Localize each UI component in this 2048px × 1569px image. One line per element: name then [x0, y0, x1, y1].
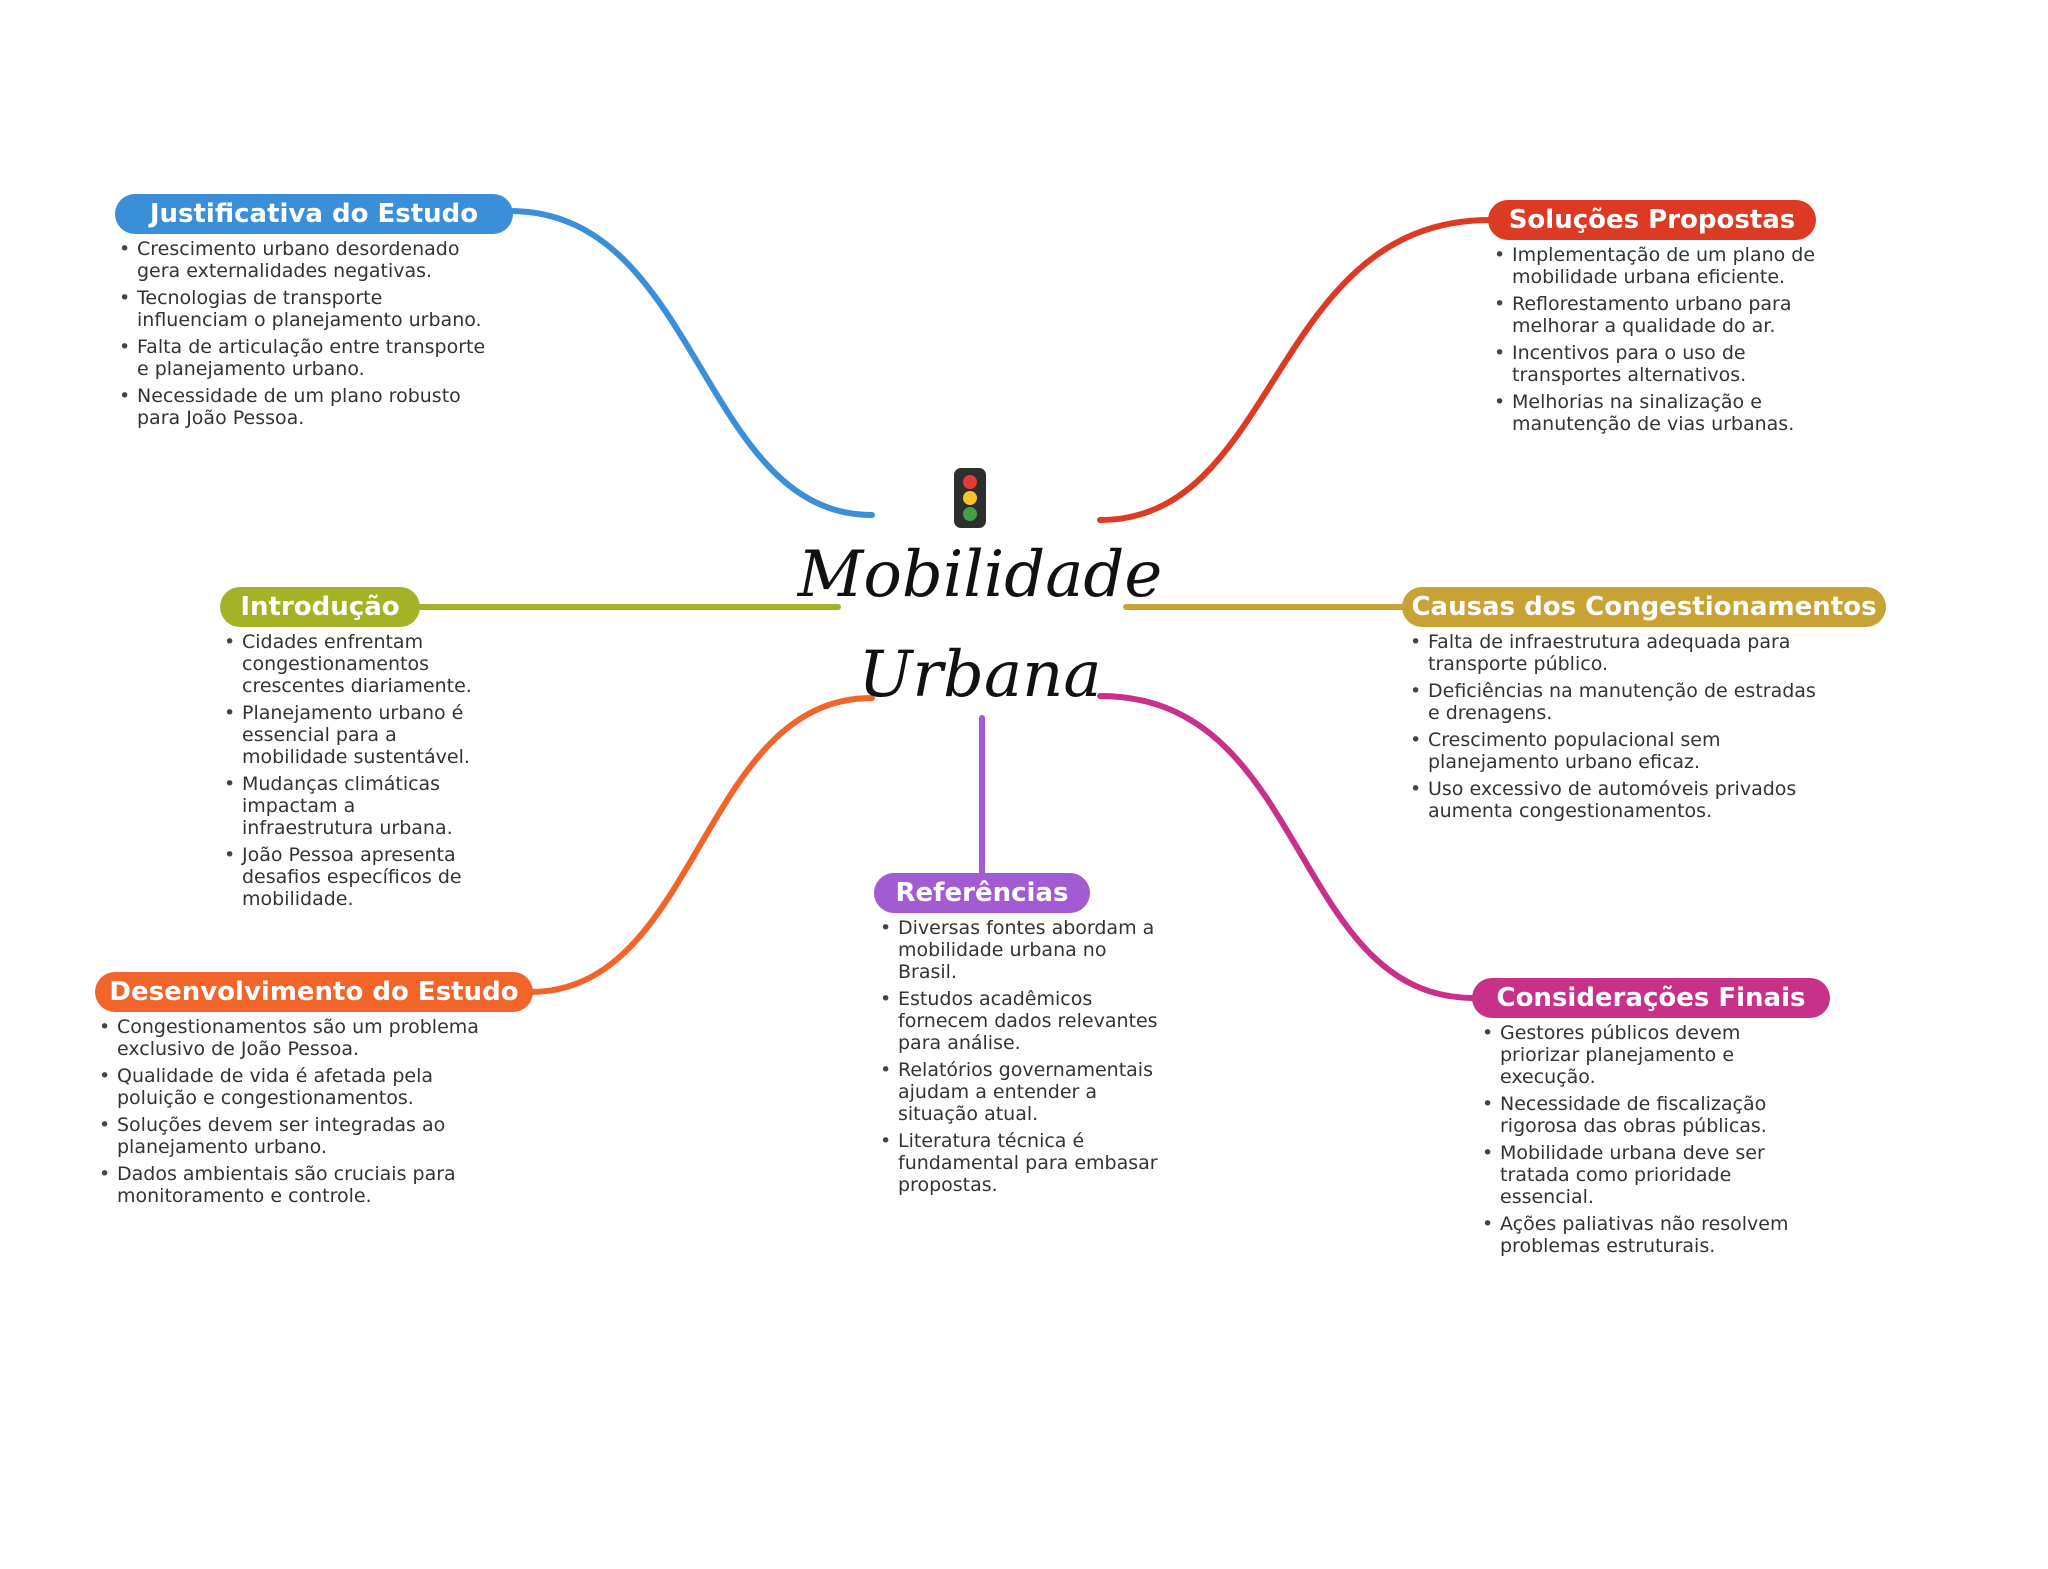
list-item: Necessidade de fiscalização rigorosa das… [1480, 1093, 1820, 1137]
list-item: Deficiências na manutenção de estradas e… [1408, 680, 1828, 724]
branch-title-introducao[interactable]: Introdução [220, 587, 420, 627]
connector-desenvolvimento [527, 695, 875, 995]
list-item: Dados ambientais são cruciais para monit… [97, 1163, 517, 1207]
branch-introducao: Introdução Cidades enfrentam congestiona… [220, 587, 477, 915]
list-item: Qualidade de vida é afetada pela poluiçã… [97, 1065, 517, 1109]
branch-items-referencias: Diversas fontes abordam a mobilidade urb… [878, 917, 1158, 1196]
list-item: Literatura técnica é fundamental para em… [878, 1130, 1158, 1196]
branch-items-introducao: Cidades enfrentam congestionamentos cres… [222, 631, 477, 910]
list-item: Falta de articulação entre transporte e … [117, 336, 497, 380]
central-topic-line-2: Urbana [858, 638, 1102, 712]
list-item: Mobilidade urbana deve ser tratada como … [1480, 1142, 1820, 1208]
list-item: Tecnologias de transporte influenciam o … [117, 287, 497, 331]
branch-items-solucoes: Implementação de um plano de mobilidade … [1492, 244, 1852, 435]
branch-title-desenvolvimento[interactable]: Desenvolvimento do Estudo [95, 972, 533, 1012]
branch-justificativa: Justificativa do Estudo Crescimento urba… [115, 194, 513, 434]
list-item: Congestionamentos são um problema exclus… [97, 1016, 517, 1060]
branch-title-consideracoes[interactable]: Considerações Finais [1472, 978, 1830, 1018]
list-item: Ações paliativas não resolvem problemas … [1480, 1213, 1820, 1257]
central-topic-line-1: Mobilidade [797, 538, 1163, 612]
branch-consideracoes: Considerações Finais Gestores públicos d… [1472, 978, 1830, 1262]
list-item: Crescimento urbano desordenado gera exte… [117, 238, 497, 282]
list-item: Incentivos para o uso de transportes alt… [1492, 342, 1852, 386]
list-item: Melhorias na sinalização e manutenção de… [1492, 391, 1852, 435]
list-item: João Pessoa apresenta desafios específic… [222, 844, 477, 910]
connector-justificativa [507, 208, 875, 518]
list-item: Mudanças climáticas impactam a infraestr… [222, 773, 477, 839]
branch-title-causas[interactable]: Causas dos Congestionamentos [1402, 587, 1886, 627]
connector-consideracoes [1097, 693, 1477, 1001]
central-topic: Mobilidade Urbana [760, 525, 1200, 725]
branch-referencias: Referências Diversas fontes abordam a mo… [874, 873, 1158, 1201]
branch-title-solucoes[interactable]: Soluções Propostas [1488, 200, 1816, 240]
list-item: Planejamento urbano é essencial para a m… [222, 702, 477, 768]
branch-items-consideracoes: Gestores públicos devem priorizar planej… [1480, 1022, 1820, 1257]
branch-desenvolvimento: Desenvolvimento do Estudo Congestionamen… [95, 972, 533, 1212]
list-item: Implementação de um plano de mobilidade … [1492, 244, 1852, 288]
list-item: Soluções devem ser integradas ao planeja… [97, 1114, 517, 1158]
branch-causas: Causas dos Congestionamentos Falta de in… [1402, 587, 1886, 827]
list-item: Necessidade de um plano robusto para Joã… [117, 385, 497, 429]
branch-items-desenvolvimento: Congestionamentos são um problema exclus… [97, 1016, 517, 1207]
traffic-light-icon [952, 466, 988, 534]
list-item: Diversas fontes abordam a mobilidade urb… [878, 917, 1158, 983]
list-item: Gestores públicos devem priorizar planej… [1480, 1022, 1820, 1088]
branch-items-causas: Falta de infraestrutura adequada para tr… [1408, 631, 1828, 822]
connector-solucoes [1097, 217, 1493, 523]
branch-title-justificativa[interactable]: Justificativa do Estudo [115, 194, 513, 234]
branch-items-justificativa: Crescimento urbano desordenado gera exte… [117, 238, 497, 429]
list-item: Cidades enfrentam congestionamentos cres… [222, 631, 477, 697]
list-item: Reflorestamento urbano para melhorar a q… [1492, 293, 1852, 337]
list-item: Falta de infraestrutura adequada para tr… [1408, 631, 1828, 675]
branch-solucoes: Soluções Propostas Implementação de um p… [1488, 200, 1852, 440]
branch-title-referencias[interactable]: Referências [874, 873, 1090, 913]
list-item: Estudos acadêmicos fornecem dados releva… [878, 988, 1158, 1054]
list-item: Uso excessivo de automóveis privados aum… [1408, 778, 1828, 822]
list-item: Relatórios governamentais ajudam a enten… [878, 1059, 1158, 1125]
list-item: Crescimento populacional sem planejament… [1408, 729, 1828, 773]
